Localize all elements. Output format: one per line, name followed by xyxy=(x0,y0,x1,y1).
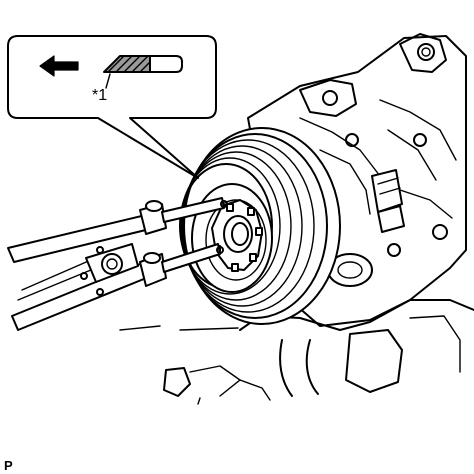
pulley-hub xyxy=(211,199,263,272)
callout-label: *1 xyxy=(92,87,107,104)
arrow-left-icon xyxy=(39,55,79,77)
figure-code: P xyxy=(4,458,13,473)
callout-box: *1 xyxy=(7,35,217,179)
engine-block xyxy=(119,299,474,405)
tape-end-icon xyxy=(103,55,183,73)
pin-spanner-tool xyxy=(7,197,228,331)
